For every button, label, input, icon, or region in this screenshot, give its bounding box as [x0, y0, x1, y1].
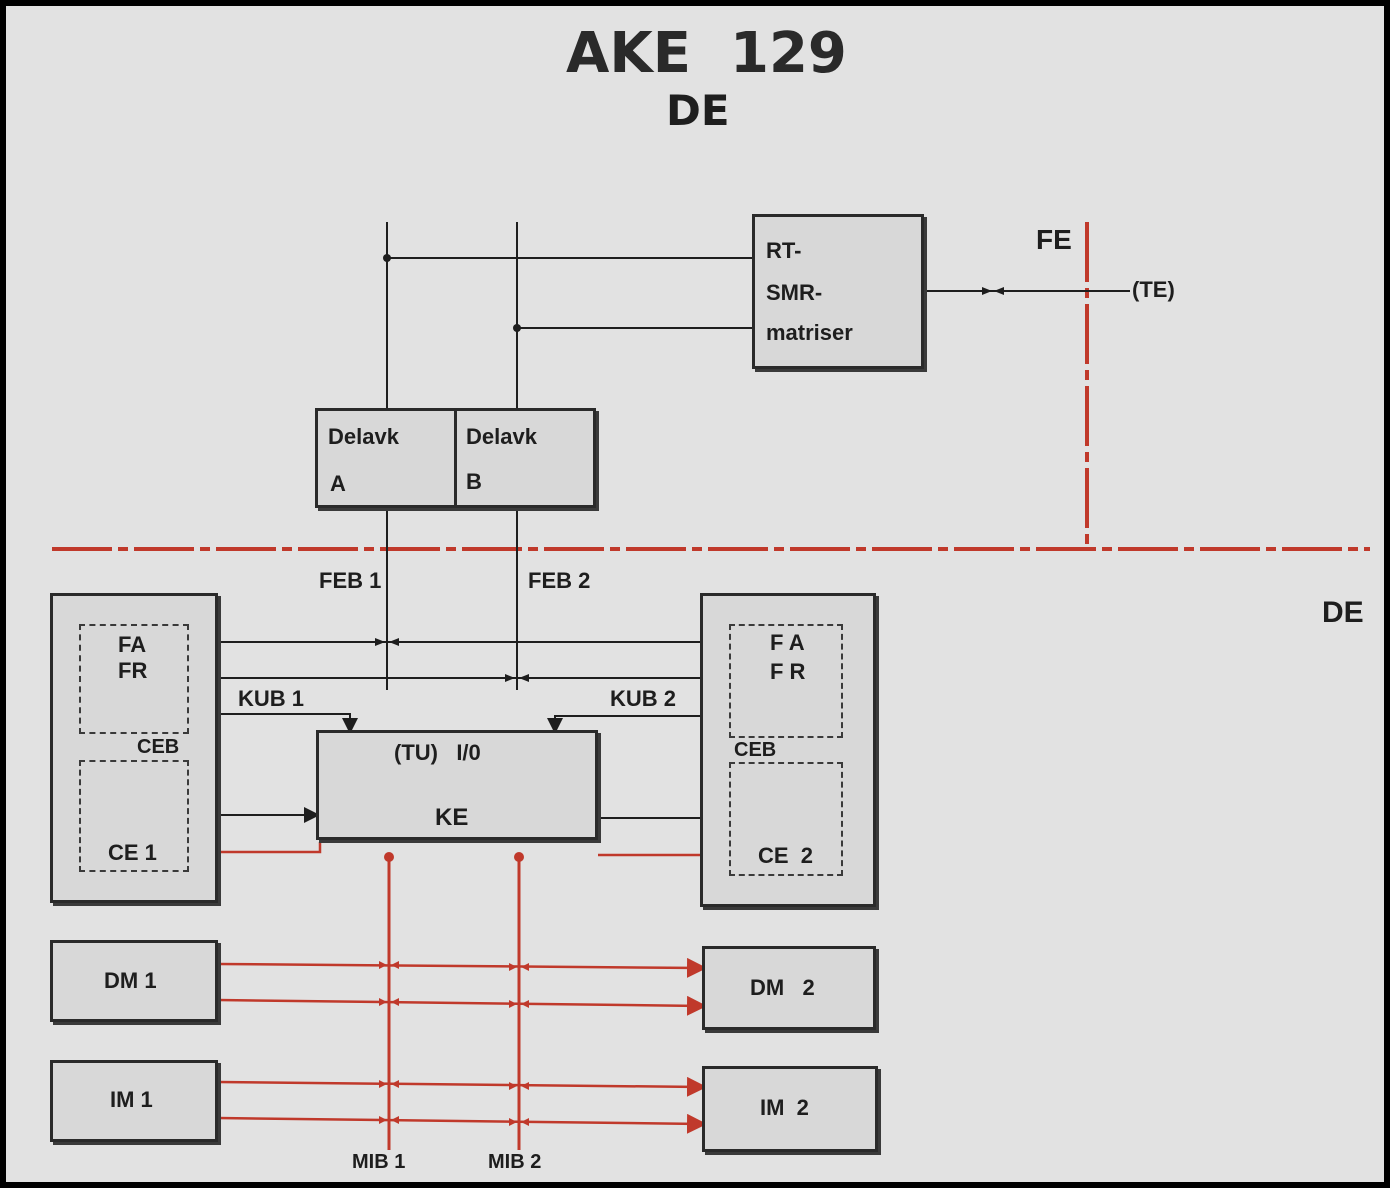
rt-smr-matrix-box: [752, 214, 924, 369]
dm2-label: DM 2: [750, 975, 815, 1000]
side2-fa-fr-box: [729, 624, 843, 738]
diagram-frame: [6, 6, 1384, 1182]
dm1-label: DM 1: [104, 968, 157, 993]
side1-ceb-label: CEB: [137, 736, 180, 758]
diagram-subtitle: DE: [666, 86, 730, 135]
im2-label: IM 2: [760, 1095, 809, 1120]
delavk-a-box: [315, 408, 457, 508]
delavk-b-id: B: [466, 469, 482, 494]
side1-ce-label: CE 1: [108, 840, 157, 865]
ke-label: KE: [435, 804, 469, 831]
delavk-b-box: [454, 408, 596, 508]
ke-io-top-label: (TU) I/0: [394, 740, 481, 765]
side1-fr-label: FR: [118, 658, 148, 683]
kub2-label: KUB 2: [610, 686, 677, 711]
side2-ceb-label: CEB: [734, 739, 777, 761]
im1-box: [50, 1060, 218, 1142]
kub1-label: KUB 1: [238, 686, 305, 711]
te-label: (TE): [1132, 277, 1175, 302]
side2-ce-label: CE 2: [758, 843, 814, 868]
delavk-b-name: Delavk: [466, 424, 537, 449]
im2-box: [702, 1066, 878, 1152]
mib1-label: MIB 1: [352, 1151, 406, 1173]
side1-fa-label: FA: [118, 632, 147, 657]
side2-fr-label: F R: [770, 659, 806, 684]
diagram-title: AKE 129: [566, 21, 847, 86]
dm1-box: [50, 940, 218, 1022]
ke-io-box: [316, 730, 598, 840]
side1-ce-box: [79, 760, 189, 872]
delavk-a-name: Delavk: [328, 424, 399, 449]
fe-region-label: FE: [1036, 224, 1072, 255]
rt-smr-label-1: RT-: [766, 238, 802, 263]
de-region-label: DE: [1322, 596, 1364, 629]
rt-smr-label-2: SMR-: [766, 280, 823, 305]
side2-ce-box: [729, 762, 843, 876]
side1-fa-fr-box: [79, 624, 189, 734]
dm2-box: [702, 946, 876, 1030]
mib2-label: MIB 2: [488, 1151, 542, 1173]
side2-fa-label: F A: [770, 630, 805, 655]
feb2-label: FEB 2: [528, 568, 591, 593]
delavk-a-id: A: [330, 471, 346, 496]
feb1-label: FEB 1: [319, 568, 382, 593]
rt-smr-label-3: matriser: [766, 320, 853, 345]
side1-processor-box: [50, 593, 218, 903]
im1-label: IM 1: [110, 1087, 153, 1112]
